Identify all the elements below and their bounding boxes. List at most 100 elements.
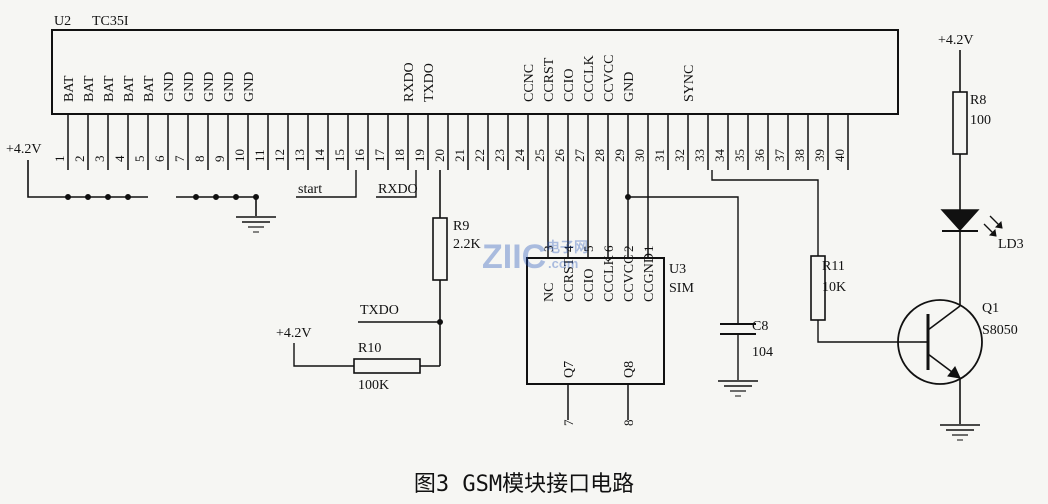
vcc-r10-label: +4.2V: [276, 326, 312, 341]
u2-pin-name: GND: [182, 72, 197, 102]
r11-value: 10K: [822, 280, 846, 295]
u2-pin-number: 28: [592, 149, 607, 162]
watermark-sub-bottom: .com: [548, 256, 578, 271]
r9-value: 2.2K: [453, 237, 481, 252]
u2-pin-number: 35: [732, 149, 747, 162]
u2-pin-number: 13: [292, 149, 307, 162]
u2-pin-number: 23: [492, 149, 507, 162]
u3-pin-name: CCCLK: [602, 255, 617, 302]
u2-pin-number: 3: [92, 156, 107, 163]
bat-bus-junctions: [65, 194, 131, 200]
start-net-label: start: [298, 182, 322, 197]
ground-symbol-u2: [236, 216, 276, 233]
txdo-net-label: TXDO: [360, 303, 399, 318]
u2-pin-name: TXDO: [422, 63, 437, 102]
u2-pin-number: 5: [132, 156, 147, 163]
u2-pin-number: 31: [652, 149, 667, 162]
u3-pin-name: CCVCC: [622, 255, 637, 302]
vcc-r10-wire: [293, 343, 354, 367]
u2-pin-number: 14: [312, 149, 327, 163]
r10-value: 100K: [358, 378, 389, 393]
u2-pin-name: GND: [162, 72, 177, 102]
u2-pin-number: 1: [52, 156, 67, 163]
u3-part: SIM: [669, 281, 694, 296]
u2-pin-number: 33: [692, 149, 707, 162]
c8-value: 104: [752, 345, 773, 360]
u2-pin-name: BAT: [62, 75, 77, 102]
u3-pin-name: CCIO: [582, 269, 597, 302]
u2-pin-number: 26: [552, 149, 567, 163]
u2-pin-name: SYNC: [682, 65, 697, 102]
ground-symbol-q1: [940, 424, 980, 441]
u2-part: TC35I: [92, 14, 129, 29]
u2-pin-number: 2: [72, 156, 87, 163]
q1-value: S8050: [982, 323, 1018, 338]
u3-pin-name: CCRST: [562, 257, 577, 302]
ld3-ref: LD3: [998, 237, 1024, 252]
rxdo-wire: [376, 170, 417, 198]
u3-bottom-pin-name: Q8: [622, 361, 637, 378]
u2-pin-name: BAT: [102, 75, 117, 102]
u2-pin-name: RXDO: [402, 62, 417, 102]
u3-ref: U3: [669, 262, 686, 277]
u2-pin-name: CCVCC: [602, 55, 617, 102]
u2-pin-name: CCIO: [562, 69, 577, 102]
u3-pin-name: CCGND: [642, 253, 657, 302]
u3-bottom-pin-number: 7: [561, 419, 576, 426]
u2-pin-number: 30: [632, 149, 647, 162]
u3-bottom-leads: [567, 384, 629, 420]
watermark-logo: ZIIC 电子网 .com: [482, 238, 588, 276]
rxdo-net-label: RXDO: [378, 182, 418, 197]
c8-ref: C8: [752, 319, 768, 334]
vcc-left-label: +4.2V: [6, 142, 42, 157]
figure-caption: 图3 GSM模块接口电路: [413, 472, 635, 497]
u2-pin-number: 9: [212, 156, 227, 163]
u2-pin-name: GND: [242, 72, 257, 102]
u2-pin-number: 21: [452, 149, 467, 162]
watermark-sub-top: 电子网: [546, 239, 588, 255]
u3-top-leads: [547, 170, 649, 258]
u2-pin-number: 22: [472, 149, 487, 162]
u2-pin-number: 18: [392, 149, 407, 162]
u2-pin-number: 8: [192, 156, 207, 163]
u2-pin-number: 10: [232, 149, 247, 162]
r10-ref: R10: [358, 341, 381, 356]
u2-pin-number: 37: [772, 149, 787, 163]
u2-pin-name: BAT: [142, 75, 157, 102]
u3-bottom-pin-name: Q7: [562, 361, 577, 378]
q1-transistor: [897, 299, 983, 385]
r8-ref: R8: [970, 93, 986, 108]
r9-resistor: [432, 217, 448, 281]
r10-resistor: [353, 358, 421, 374]
u2-pin-number: 17: [372, 149, 387, 163]
u2-pin-number: 6: [152, 155, 167, 162]
ld3-led: [940, 209, 1003, 237]
u2-pin-number: 4: [112, 155, 127, 162]
txdo-junction: [437, 319, 443, 325]
u3-pin-numbers: 34562178: [541, 245, 656, 426]
u2-module-body: [51, 29, 899, 115]
u2-pin-number: 16: [352, 149, 367, 163]
u3-sim-body: [526, 257, 665, 385]
c8-capacitor: [720, 323, 756, 335]
u2-pin-number: 12: [272, 149, 287, 162]
r8-value: 100: [970, 113, 991, 128]
u2-pin-name: BAT: [122, 75, 137, 102]
sync-wire: [711, 170, 819, 256]
u2-pin-name: GND: [622, 72, 637, 102]
c8-wire-top: [628, 196, 739, 324]
u2-pin-number: 24: [512, 149, 527, 163]
u2-pin-number: 15: [332, 149, 347, 162]
u2-pin-number: 36: [752, 149, 767, 163]
start-wire: [296, 170, 357, 198]
u2-pin-leads: [67, 114, 849, 170]
q1-ref: Q1: [982, 301, 999, 316]
u2-pin-number: 38: [792, 149, 807, 162]
u2-pin-name: BAT: [82, 75, 97, 102]
ground-symbol-c8: [718, 380, 758, 397]
u2-pin-number: 19: [412, 149, 427, 162]
u3-bottom-pin-number: 8: [621, 420, 636, 427]
